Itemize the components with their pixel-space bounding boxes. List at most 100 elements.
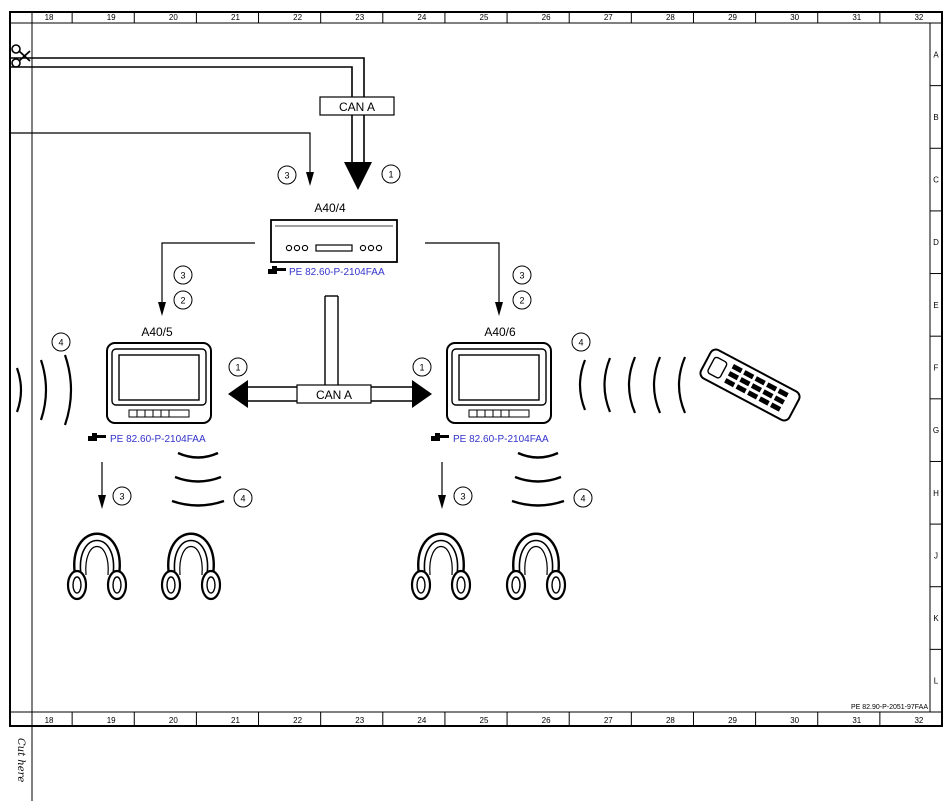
column-number: 21 (231, 716, 240, 725)
callout-right-headphone-ir: 4 (573, 488, 593, 508)
headphones-icon (505, 532, 567, 601)
right-display-label: A40/6 (484, 325, 516, 339)
callout-top-right: 1 (381, 164, 401, 184)
can-a-middle-label: CAN A (316, 388, 352, 402)
callout-left-can: 1 (228, 357, 248, 377)
pointing-hand-icon (268, 266, 286, 274)
headphones-icon (66, 532, 128, 601)
wire-arrow-left-monitor-icon (158, 302, 166, 316)
cut-here-label: Cut here (15, 738, 26, 782)
svg-text:3: 3 (519, 271, 524, 281)
remote-key (766, 382, 778, 392)
callout-right-ir: 4 (571, 332, 591, 352)
wire-arrow-right-headphone-icon (438, 495, 446, 509)
column-number: 23 (355, 716, 364, 725)
remote-key (743, 370, 755, 380)
document-id: PE 82.90-P-2051-97FAA (851, 704, 928, 711)
dvd-output-wires (161, 242, 500, 302)
remote-key (758, 396, 770, 406)
drawing-frame (9, 11, 943, 801)
svg-text:2: 2 (519, 296, 524, 306)
column-number: 24 (417, 716, 426, 725)
remote-key (754, 376, 766, 386)
row-letter: F (934, 364, 939, 373)
column-number: 20 (169, 13, 178, 22)
left-display-label: A40/5 (141, 325, 173, 339)
remote-key (739, 377, 751, 387)
callout-right-headphone-wire: 3 (453, 486, 473, 506)
ir-waves-right-icon (578, 356, 687, 414)
headphones-icon (160, 532, 222, 601)
remote-key (773, 395, 785, 405)
column-number: 32 (914, 716, 923, 725)
ir-waves-left-headphone-icon (171, 451, 225, 507)
callout-left-headphone-ir: 4 (233, 488, 253, 508)
left-display-reference-link[interactable]: PE 82.60-P-2104FAA (110, 434, 206, 445)
can-arrow-right-icon (412, 380, 432, 408)
column-number: 19 (107, 13, 116, 22)
svg-text:1: 1 (388, 170, 393, 180)
row-letter: A (933, 50, 939, 59)
remote-key (724, 378, 736, 388)
column-number: 25 (480, 716, 489, 725)
top-can-wires (10, 57, 365, 172)
dvd-player (270, 219, 398, 263)
row-letter: L (934, 677, 939, 686)
ir-waves-left-icon (15, 354, 73, 426)
column-number: 18 (45, 13, 54, 22)
wire-arrow-left-headphone-icon (98, 495, 106, 509)
callout-dvd-right-a: 3 (512, 265, 532, 285)
column-number: 22 (293, 716, 302, 725)
column-number: 27 (604, 716, 613, 725)
remote-key (777, 388, 789, 398)
svg-text:2: 2 (180, 296, 185, 306)
svg-text:4: 4 (240, 494, 245, 504)
column-number: 19 (107, 716, 116, 725)
column-number: 23 (355, 13, 364, 22)
wire-arrow-right-monitor-icon (495, 302, 503, 316)
callout-left-ir: 4 (51, 332, 71, 352)
svg-text:3: 3 (284, 171, 289, 181)
callout-left-headphone-wire: 3 (112, 486, 132, 506)
row-letter: E (933, 301, 938, 310)
remote-key (747, 390, 759, 400)
svg-text:1: 1 (235, 363, 240, 373)
row-letter: G (933, 426, 939, 435)
remote-key (750, 383, 763, 393)
svg-text:1: 1 (419, 363, 424, 373)
can-a-top-label-box: CAN A (319, 96, 395, 116)
remote-key (735, 384, 747, 394)
right-display-reference-link[interactable]: PE 82.60-P-2104FAA (453, 434, 549, 445)
remote-key (727, 371, 740, 381)
column-number: 30 (790, 13, 799, 22)
callout-right-can: 1 (412, 357, 432, 377)
callout-dvd-left-a: 3 (173, 265, 193, 285)
callout-top-left: 3 (277, 165, 297, 185)
row-letter: C (933, 176, 939, 185)
row-letter: B (933, 113, 938, 122)
column-number: 29 (728, 13, 737, 22)
dvd-player-reference-link[interactable]: PE 82.60-P-2104FAA (289, 267, 385, 278)
remote-key (770, 402, 782, 412)
svg-text:3: 3 (180, 271, 185, 281)
callout-dvd-left-b: 2 (173, 290, 193, 310)
column-number: 28 (666, 13, 675, 22)
column-number: 26 (542, 13, 551, 22)
row-letter: H (933, 489, 939, 498)
column-number: 20 (169, 716, 178, 725)
svg-text:4: 4 (578, 338, 583, 348)
column-number: 21 (231, 13, 240, 22)
signal-arrow-down-icon (306, 172, 314, 186)
right-display (446, 342, 552, 424)
remote-key (731, 364, 743, 374)
column-number: 25 (480, 13, 489, 22)
svg-text:3: 3 (460, 492, 465, 502)
row-letter: D (933, 238, 939, 247)
dvd-player-label: A40/4 (314, 201, 346, 215)
scissors-icon (11, 44, 31, 68)
can-arrow-down-icon (344, 162, 372, 190)
column-number: 29 (728, 716, 737, 725)
